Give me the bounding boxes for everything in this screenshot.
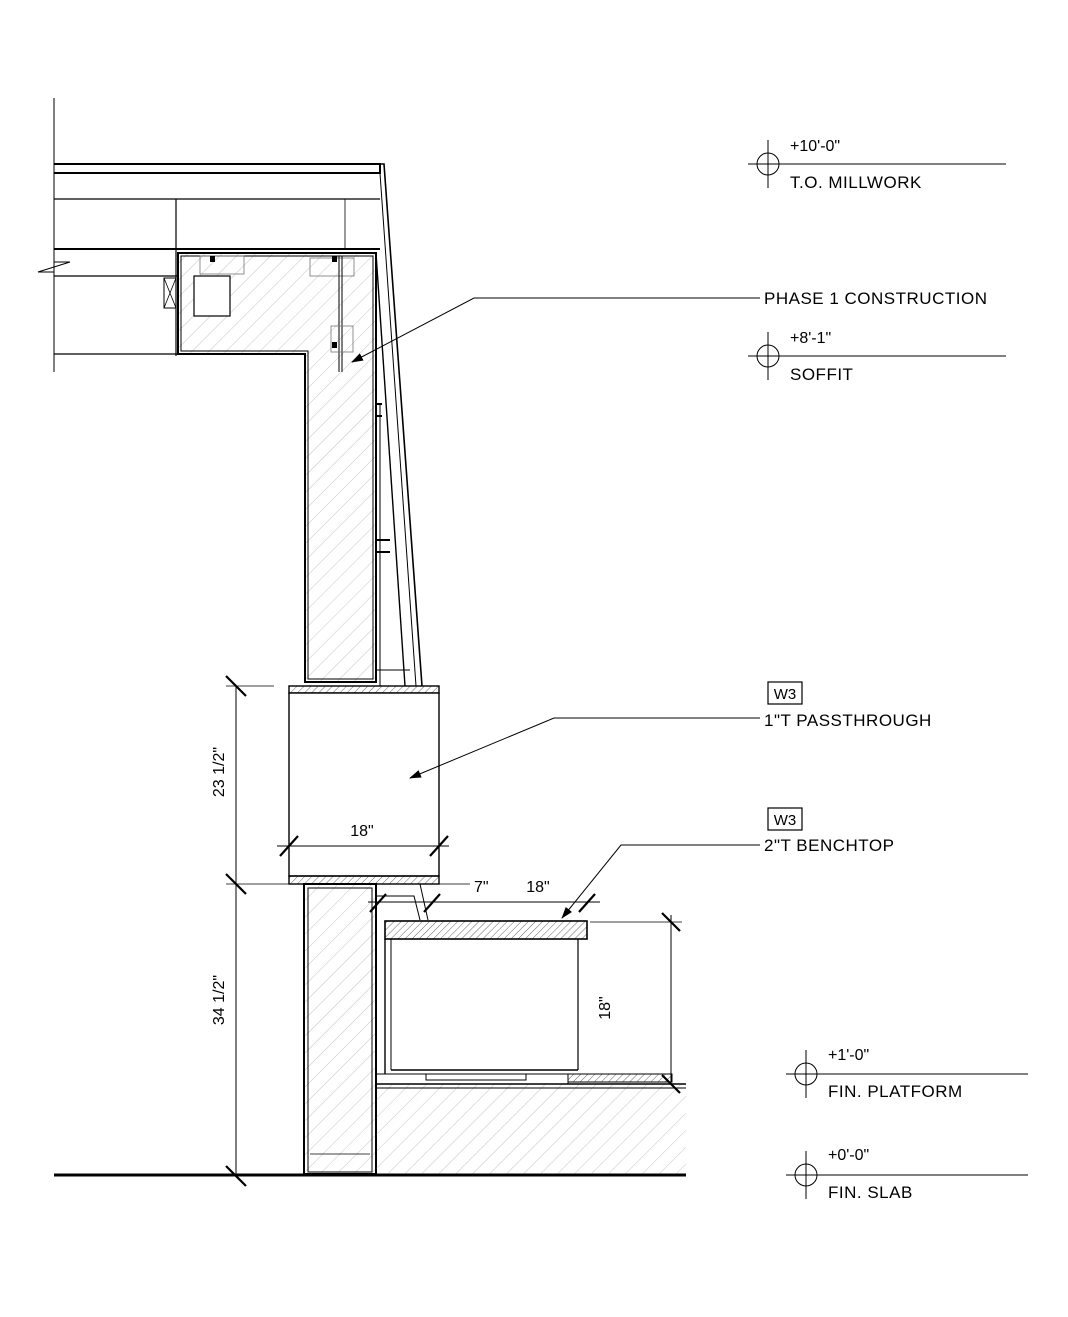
leaders [351,297,760,919]
benchtop-tag: W3 [774,812,797,829]
elev-label-fin-platform: FIN. PLATFORM [828,1082,963,1101]
elev-value-soffit: +8'-1" [790,330,831,347]
dim-lower-height: 34 1/2" [211,975,228,1025]
elev-label-to-millwork: T.O. MILLWORK [790,173,922,192]
note-phase1: PHASE 1 CONSTRUCTION [764,289,987,308]
angled-panel [375,163,423,687]
elev-label-fin-slab: FIN. SLAB [828,1183,913,1202]
dim-bench-height: 18" [597,996,614,1019]
elev-label-soffit: SOFFIT [790,365,853,384]
dimension-lines [225,675,682,1187]
dim-passthrough-depth: 18" [350,823,373,840]
dim-gap: 7" [474,879,489,896]
elevation-marker-soffit: +8'-1" SOFFIT [748,330,1006,384]
passthrough [288,685,440,885]
note-benchtop: 2"T BENCHTOP [764,836,894,855]
bench [384,920,588,1074]
elev-value-fin-platform: +1'-0" [828,1047,869,1064]
platform [375,1073,686,1176]
soffit-box [177,252,377,683]
dim-bench-depth: 18" [526,879,549,896]
benchtop-tag-box [767,807,803,831]
passthrough-tag-box [767,681,803,705]
ceiling-structure [37,98,381,372]
elevation-marker-fin-platform: +1'-0" FIN. PLATFORM [786,1047,1028,1101]
dim-upper-height: 23 1/2" [211,747,228,797]
elev-value-fin-slab: +0'-0" [828,1147,869,1164]
note-passthrough: 1"T PASSTHROUGH [764,711,932,730]
elevation-marker-fin-slab: +0'-0" FIN. SLAB [786,1147,1028,1202]
passthrough-tag: W3 [774,686,797,703]
elev-value-to-millwork: +10'-0" [790,138,840,155]
elevation-marker-to-millwork: +10'-0" T.O. MILLWORK [748,138,1006,192]
lower-wall [303,883,429,1175]
